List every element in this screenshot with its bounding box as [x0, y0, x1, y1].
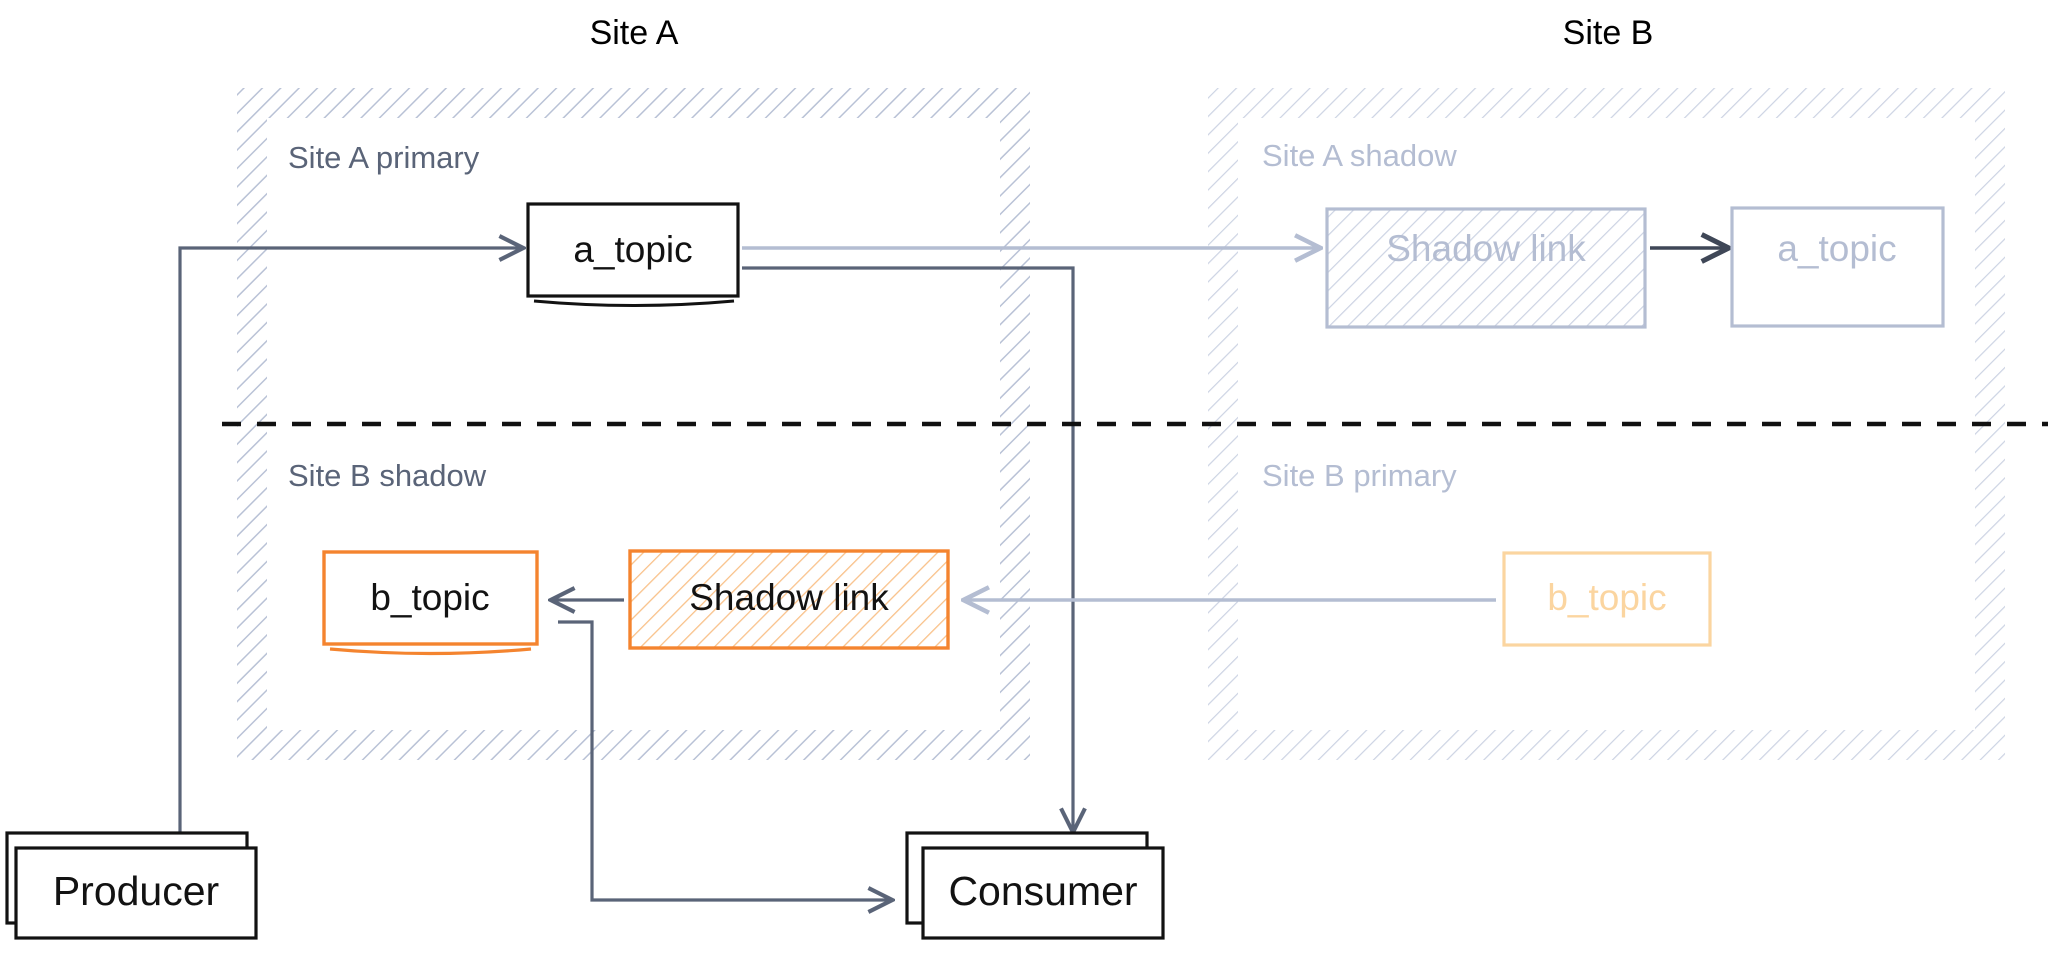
node-shadow-link-site-b-box — [1325, 207, 1647, 329]
node-a-topic-shadow[interactable]: a_topic — [1730, 206, 1945, 328]
node-producer-label: Producer — [53, 868, 219, 914]
node-shadow-link-site-a-label: Shadow link — [689, 577, 889, 618]
node-b-topic-primary-box — [1502, 551, 1712, 647]
node-b-topic-shadow-edge — [329, 647, 532, 656]
node-a-topic-primary-label: a_topic — [573, 229, 692, 270]
node-consumer[interactable]: Consumer — [905, 831, 1165, 940]
node-shadow-link-site-a-box — [628, 549, 950, 650]
node-producer[interactable]: Producer — [5, 831, 258, 940]
node-a-topic-primary-box — [526, 202, 740, 298]
node-producer-front-card — [14, 846, 258, 940]
node-consumer-front-card — [921, 846, 1165, 940]
node-shadow-link-site-b[interactable]: Shadow link — [1325, 207, 1647, 329]
zone-label-site-a-shadow: Site A shadow — [1262, 138, 1457, 173]
node-shadow-link-site-b-label: Shadow link — [1386, 228, 1586, 269]
node-b-topic-shadow-label: b_topic — [370, 577, 489, 618]
node-a-topic-shadow-label: a_topic — [1777, 228, 1896, 269]
node-a-topic-shadow-box — [1730, 206, 1945, 328]
node-b-topic-primary-label: b_topic — [1547, 577, 1666, 618]
zone-label-site-b-primary: Site B primary — [1262, 458, 1457, 493]
edge-producer-to-a-topic — [178, 248, 521, 900]
node-consumer-label: Consumer — [948, 868, 1137, 914]
node-a-topic-primary[interactable]: a_topic — [526, 202, 740, 307]
site-a-region — [237, 88, 1030, 760]
node-shadow-link-site-a[interactable]: Shadow link — [628, 549, 950, 650]
node-b-topic-primary[interactable]: b_topic — [1502, 551, 1712, 647]
site-b-title: Site B — [1563, 14, 1654, 52]
node-b-topic-shadow[interactable]: b_topic — [322, 550, 539, 656]
node-b-topic-shadow-box — [322, 550, 539, 646]
edge-a-topic-to-consumer — [742, 266, 1073, 830]
zone-label-site-a-primary: Site A primary — [288, 140, 480, 175]
zone-label-site-b-shadow: Site B shadow — [288, 458, 487, 493]
edge-b-topic-to-consumer — [558, 620, 890, 900]
site-a-title: Site A — [590, 14, 679, 52]
site-a-region-border — [237, 88, 1030, 760]
node-a-topic-primary-shadow-edge — [533, 299, 735, 307]
